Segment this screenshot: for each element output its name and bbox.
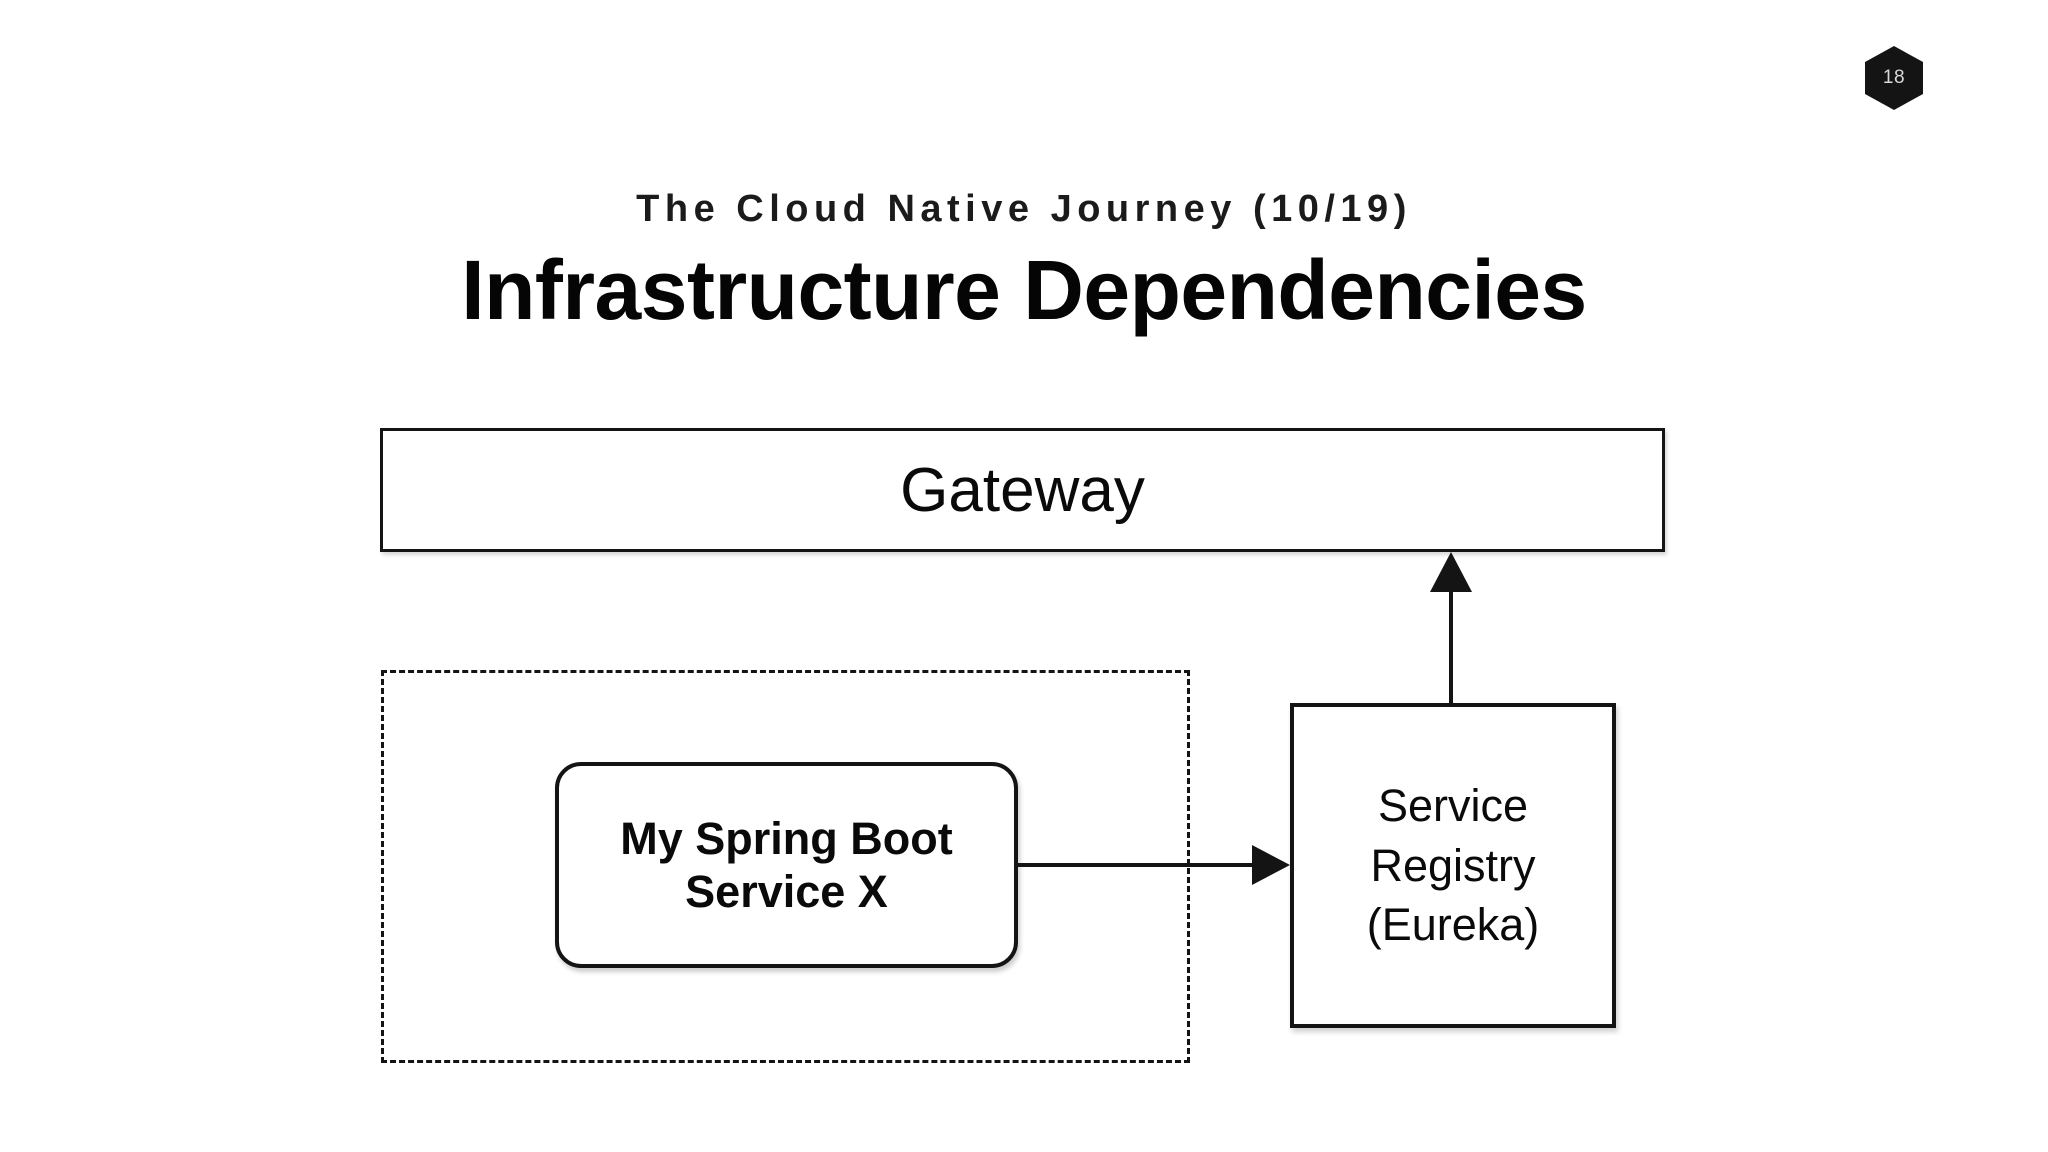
service-registry-node[interactable] (1290, 703, 1616, 1028)
edge-registry-to-gateway-arrowhead (1430, 552, 1472, 592)
edge-registry-to-gateway (1430, 552, 1472, 703)
gateway-node[interactable] (380, 428, 1665, 552)
page-number-label: 18 (1882, 67, 1906, 88)
page-title: Infrastructure Dependencies (461, 243, 1587, 337)
spring-boot-service-node[interactable] (555, 762, 1018, 968)
slide-eyebrow: The Cloud Native Journey (10/19) (636, 188, 1412, 230)
page-number-badge: 18 (1865, 46, 1923, 110)
edge-service-to-registry (1018, 845, 1290, 885)
edge-service-to-registry-arrowhead (1252, 845, 1290, 885)
